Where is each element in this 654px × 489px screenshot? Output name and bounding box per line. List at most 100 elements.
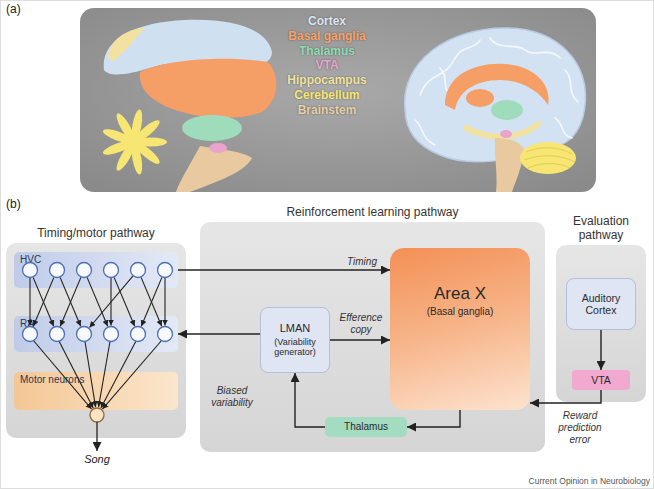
hvc-neuron: [158, 263, 173, 278]
region-name: Thalamus: [257, 45, 397, 59]
cerebellum-core: [128, 136, 140, 148]
synapse-arrow: [87, 277, 108, 326]
ra-neuron: [23, 327, 38, 342]
layer-label: RA: [20, 318, 34, 330]
cerebellum-folia: [524, 148, 575, 168]
synapse-arrow: [90, 276, 133, 327]
human-thalamus: [491, 100, 523, 120]
hvc-neuron: [131, 263, 146, 278]
region-box: Thalamus: [325, 417, 407, 437]
synapse-arrow: [33, 277, 54, 326]
synapse-arrow: [99, 342, 111, 408]
panel-letter: (a): [6, 3, 46, 17]
motor-neuron: [90, 408, 104, 422]
synapse-arrow: [60, 277, 81, 326]
ra-neuron: [50, 327, 65, 342]
layer-label: HVC: [20, 254, 41, 266]
panel-letter: (b): [6, 198, 46, 212]
synapse-arrow: [60, 277, 81, 326]
synapse-arrow: [141, 277, 162, 326]
region-name: Brainstem: [257, 104, 397, 118]
human-brainstem: [495, 138, 524, 192]
layer-label: Motor neurons: [20, 374, 84, 386]
output-label: Song: [67, 453, 127, 466]
ra-neuron: [104, 327, 119, 342]
synapse-arrow: [102, 340, 162, 409]
connector-arrow: [178, 333, 260, 334]
gyrus-line: [490, 38, 560, 58]
synapse-arrow: [141, 277, 162, 326]
synapse-arrow: [29, 278, 30, 326]
synapse-arrow: [33, 277, 54, 326]
neuron-layer-band: RA: [14, 316, 178, 352]
neuron-layer-band: Motor neurons: [14, 372, 178, 410]
region-name: Cortex: [257, 15, 397, 29]
region-label: (Basal ganglia): [427, 306, 494, 318]
region-label: Area X: [434, 284, 486, 304]
synapse-arrow: [85, 342, 96, 408]
connector-group: [178, 270, 601, 427]
synapse-arrow: [33, 340, 92, 409]
connector-label: Biased variability: [203, 385, 261, 409]
region-label: (Variability generator): [267, 337, 323, 358]
region-box: Auditory Cortex: [566, 278, 636, 330]
folia-line: [526, 148, 572, 154]
ra-neuron: [158, 327, 173, 342]
connector-arrow: [330, 339, 390, 340]
synapse-arrow: [110, 278, 111, 326]
gyrus-line: [565, 70, 578, 102]
neuron-circles: [23, 263, 173, 342]
pathway-panel: Evaluation pathwayAuditory CortexVTA: [556, 245, 646, 402]
region-name: Basal ganglia: [257, 30, 397, 44]
cortex-gyri: [415, 38, 578, 145]
synapse-arrow: [114, 277, 135, 326]
song-output-arrow: [96, 422, 97, 451]
credit-line: Current Opinion in Neurobiology: [500, 477, 650, 487]
bird-hippocampus: [108, 27, 145, 62]
human-striatum: [466, 89, 494, 107]
region-label: Auditory Cortex: [573, 292, 629, 316]
region-box: Area X (Basal ganglia): [390, 248, 530, 410]
bird-thalamus: [182, 115, 242, 141]
panel-heading: Timing/motor pathway: [6, 226, 186, 240]
connector-label: Efference copy: [334, 312, 388, 336]
synapse-arrow: [101, 341, 136, 408]
ra-neuron: [131, 327, 146, 342]
synapse-arrow: [164, 278, 165, 326]
hvc-neuron: [23, 263, 38, 278]
synapse-arrow: [59, 341, 93, 408]
region-name: Hippocampus: [257, 74, 397, 88]
panel-background: [80, 8, 596, 192]
hvc-neuron: [50, 263, 65, 278]
hvc-neuron: [77, 263, 92, 278]
connector-arrow: [178, 269, 390, 270]
human-cerebellum: [520, 142, 576, 174]
connector-label: Timing: [338, 256, 386, 268]
region-box: LMAN(Variability generator): [260, 307, 330, 373]
region-name: VTA: [257, 59, 397, 73]
bird-vta: [209, 143, 227, 153]
pathway-panel: Timing/motor pathwayHVCRAMotor neurons: [6, 243, 186, 438]
connector-arrow: [600, 330, 601, 370]
panel-heading: Reinforcement learning pathway: [200, 205, 545, 219]
connector-arrow: [530, 390, 601, 403]
connector-label: Reward prediction error: [548, 410, 612, 446]
panel-heading: Evaluation pathway: [561, 214, 641, 242]
region-name: Cerebellum: [257, 89, 397, 103]
gyrus-line: [415, 120, 435, 145]
folia-line: [528, 164, 570, 169]
connector-arrow: [295, 373, 325, 427]
region-label: VTA: [591, 374, 611, 386]
bird-brainstem: [176, 146, 252, 192]
region-label: Thalamus: [344, 421, 388, 433]
human-vta: [500, 130, 512, 138]
synapse-lines: [30, 276, 165, 409]
gyrus-line: [555, 118, 572, 138]
region-box: VTA: [572, 370, 630, 390]
bird-cerebellum: [101, 109, 167, 176]
bird-basal-ganglia: [140, 59, 277, 118]
neuron-layer-band: HVC: [14, 252, 178, 288]
hvc-neuron: [104, 263, 119, 278]
ra-neuron: [77, 327, 92, 342]
